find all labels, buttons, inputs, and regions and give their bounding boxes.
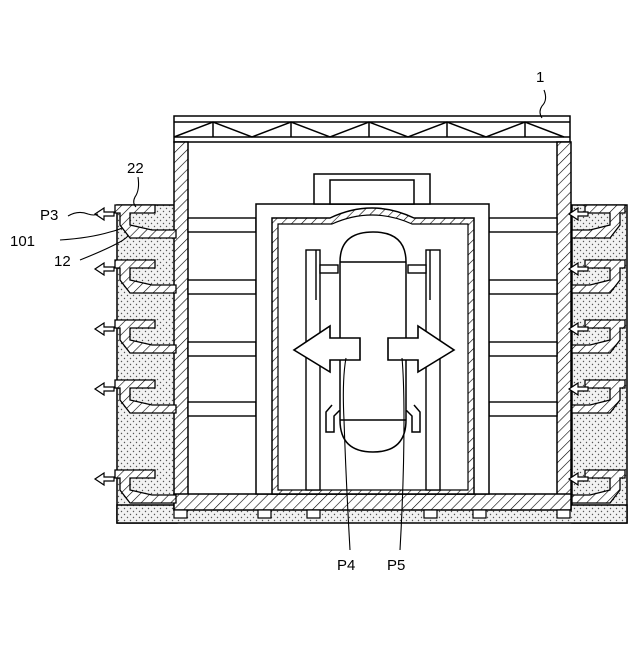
- leader-1: [540, 90, 546, 118]
- label-ref-p5: P5: [387, 557, 405, 574]
- leader-p3: [68, 212, 98, 216]
- outer-wall-right: [557, 142, 571, 510]
- label-ref-p4: P4: [337, 557, 355, 574]
- leader-101: [60, 228, 122, 240]
- label-ref-1: 1: [536, 69, 544, 86]
- label-ref-12: 12: [54, 253, 71, 270]
- flow-arrow-left-2: [95, 263, 114, 275]
- label-ref-101: 101: [10, 233, 35, 250]
- label-ref-p3: P3: [40, 207, 58, 224]
- leader-22: [134, 177, 139, 207]
- roof-truss: [174, 116, 570, 142]
- label-ref-22: 22: [127, 160, 144, 177]
- flow-arrow-left-5: [95, 473, 114, 485]
- outer-wall-left: [174, 142, 188, 510]
- flow-arrow-left-4: [95, 383, 114, 395]
- flow-arrow-left-3: [95, 323, 114, 335]
